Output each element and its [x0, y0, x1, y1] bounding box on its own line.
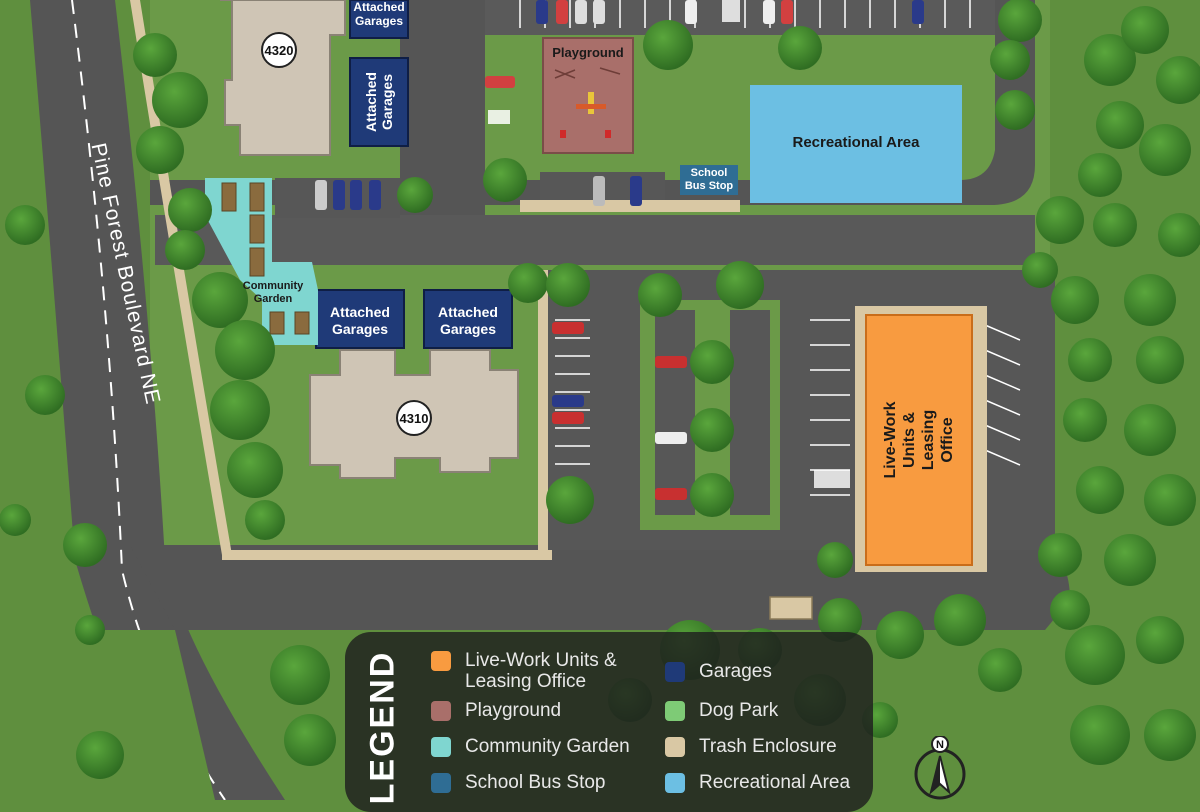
legend-item-recreational-area: Recreational Area	[665, 772, 850, 793]
legend-swatch	[665, 701, 685, 721]
legend-item-live-work: Live-Work Units & Leasing Office	[431, 650, 621, 692]
trees	[0, 0, 1200, 779]
live-work-building	[865, 314, 973, 566]
legend-swatch	[431, 737, 451, 757]
garage-block	[349, 57, 409, 147]
legend-item-school-bus-stop: School Bus Stop	[431, 772, 605, 793]
legend-item-trash-enclosure: Trash Enclosure	[665, 736, 837, 757]
legend-item-community-garden: Community Garden	[431, 736, 630, 757]
garage-label: Attached Garages	[353, 0, 405, 28]
legend-swatch	[665, 737, 685, 757]
building-number-badge: 4310	[396, 400, 432, 436]
school-bus-stop-label: School Bus Stop	[684, 167, 734, 192]
legend-item-playground: Playground	[431, 700, 561, 721]
garage-block	[423, 289, 513, 349]
legend-item-garages: Garages	[665, 661, 772, 682]
north-arrow-icon: N	[914, 736, 966, 800]
legend-swatch	[665, 662, 685, 682]
legend-title: LEGEND	[363, 650, 402, 804]
legend-swatch	[431, 701, 451, 721]
trash-enclosure	[769, 596, 813, 620]
live-work-label: Live-Work Units & Leasing Office	[882, 401, 956, 479]
legend-swatch	[431, 651, 451, 671]
building-number-badge: 4320	[261, 32, 297, 68]
recreational-area	[750, 85, 962, 203]
garage-label: Attached Garages	[363, 72, 395, 132]
garage-label: Attached Garages	[330, 304, 390, 337]
boulevard-road	[30, 0, 285, 800]
parked-cars	[315, 0, 924, 500]
legend-swatch	[665, 773, 685, 793]
garage-top-block	[349, 0, 409, 39]
legend-swatch	[431, 773, 451, 793]
building-4320	[220, 0, 346, 156]
grass-sw	[0, 630, 215, 800]
garage-label: Attached Garages	[438, 304, 498, 337]
recreational-area-label: Recreational Area	[792, 134, 920, 151]
school-bus-stop-shelter	[680, 165, 738, 195]
middle-road	[155, 215, 1035, 265]
compass-label: N	[936, 739, 944, 751]
legend-item-dog-park: Dog Park	[665, 700, 778, 721]
playground-label: Playground	[552, 45, 624, 60]
garage-block	[315, 289, 405, 349]
community-garden-label: Community Garden	[242, 280, 304, 305]
legend-panel: LEGEND Live-Work Units & Leasing Office …	[345, 632, 873, 812]
